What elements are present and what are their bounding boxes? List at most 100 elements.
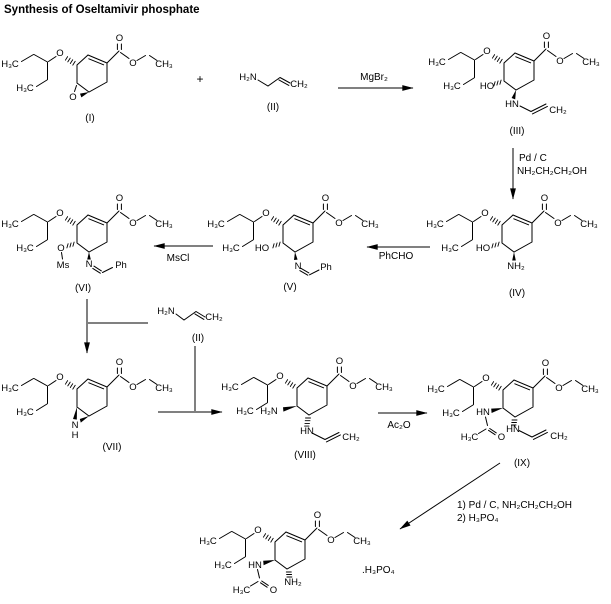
amine-label: HN	[300, 426, 314, 437]
allyl-bonds	[175, 311, 206, 321]
step-arrow-5	[84, 299, 148, 354]
ester-oxygen-label: O	[556, 56, 563, 67]
methyl-label: CH₃	[155, 59, 173, 70]
ester-oxygen-label: O	[554, 218, 561, 229]
methyl-label: CH₃	[375, 382, 393, 393]
allyl-bonds	[519, 103, 548, 115]
methyl-label: H₃C	[207, 219, 225, 230]
methyl-label: H₃C	[1, 383, 19, 394]
step-arrow-8: 1) Pd / C, NH₂CH₂CH₂OH 2) H₃PO₄	[399, 462, 572, 530]
amine-wedge-bond	[511, 90, 516, 100]
step-arrow-2: Pd / C NH₂CH₂CH₂OH	[510, 148, 587, 200]
methyl-label: H₃C	[16, 407, 34, 418]
plus-sign: +	[196, 72, 203, 86]
methyl-label: H₃C	[443, 81, 461, 92]
methyl-label: H₃C	[428, 57, 446, 68]
structure-ii-second: H₂N CH₂ (II)	[157, 306, 223, 411]
ether-oxygen-label: O	[56, 208, 63, 219]
hydroxy-hash	[493, 79, 502, 87]
nh-hydrogen-label: H	[72, 430, 79, 441]
reagent-final-step1: 1) Pd / C, NH₂CH₂CH₂OH	[457, 500, 572, 511]
structure-ii-first: H₂N CH₂ (II)	[239, 72, 308, 113]
structure-label-vii: (VII)	[103, 442, 122, 453]
phosphate-salt-label: .H₃PO₄	[362, 565, 395, 576]
ether-oxygen-label: O	[254, 525, 261, 536]
methyl-label: CH₃	[361, 219, 379, 230]
methyl-label: H₃C	[1, 219, 19, 230]
aziridine-nitrogen-label: N	[72, 420, 79, 431]
acetyl-bonds	[478, 416, 497, 436]
methyl-label: H₃C	[426, 219, 444, 230]
aziridine-wedge-bond	[73, 407, 77, 420]
ether-oxygen-label: O	[262, 208, 269, 219]
carbonyl-oxygen-label: O	[314, 510, 321, 521]
carbonyl-oxygen-label: O	[542, 358, 549, 369]
structure-vii: H₃C H₃C O O O CH₃ N H (VII)	[1, 357, 173, 453]
structure-label-vi: (VI)	[75, 283, 91, 294]
carbonyl-oxygen-label: O	[543, 31, 550, 42]
ester-oxygen-label: O	[555, 383, 562, 394]
phenyl-label: Ph	[320, 262, 332, 273]
structure-label-ix: (IX)	[514, 458, 530, 469]
acetamide-wedge-bond	[491, 408, 503, 413]
methyl-label: H₃C	[427, 384, 445, 395]
methyl-label: CH₃	[582, 57, 600, 68]
carbonyl-oxygen-label: O	[336, 356, 343, 367]
methyl-label: CH₃	[155, 383, 173, 394]
amide-nh-label: HN	[476, 407, 490, 418]
reagent-pdc: Pd / C	[519, 153, 547, 164]
allylamine-stereo-hash	[510, 419, 518, 426]
amine-wedge-bond	[283, 406, 297, 412]
hydroxyl-label: HO	[255, 243, 269, 254]
reagent-mscl: MsCl	[167, 253, 190, 264]
structure-vi: H₃C H₃C O O O CH₃ O Ms N Ph (VI)	[1, 193, 173, 294]
vinyl-ch2-label: CH₂	[342, 432, 360, 443]
methyl-label: H₃C	[214, 560, 232, 571]
carbonyl-oxygen-label: O	[322, 193, 329, 204]
mesyl-label: Ms	[57, 260, 70, 271]
mesylate-hash	[66, 241, 75, 249]
structure-label-v: (V)	[283, 282, 296, 293]
ether-oxygen-label: O	[483, 46, 490, 57]
methyl-label: H₃C	[442, 408, 460, 419]
structure-label-ii: (II)	[192, 333, 204, 344]
methyl-label: CH₃	[155, 219, 173, 230]
imine-bonds	[299, 267, 320, 276]
methyl-label: H₃C	[1, 59, 19, 70]
primary-amine-label: NH₂	[284, 577, 302, 588]
carbonyl-oxygen-label: O	[116, 193, 123, 204]
reaction-arrow	[399, 462, 501, 530]
allyl-bonds	[257, 77, 291, 87]
imine-wedge-bond	[294, 252, 298, 260]
vinyl-ch2-label: CH₂	[549, 105, 567, 116]
methyl-label: H₃C	[441, 243, 459, 254]
methyl-label: CH₃	[353, 536, 371, 547]
reagent-mgbr2: MgBr₂	[360, 72, 388, 83]
structure-label-iv: (IV)	[509, 288, 525, 299]
amine-stereo-hash	[285, 571, 293, 578]
structure-label-i: (I)	[85, 113, 94, 124]
vinyl-ch2-label: CH₂	[290, 79, 308, 90]
methyl-label: H₃C	[16, 83, 34, 94]
mesylate-oxygen-label: O	[57, 243, 64, 254]
imine-nitrogen-label: N	[86, 259, 93, 270]
structure-iii: H₃C H₃C O O O CH₃ HO HN CH₂ (III)	[428, 31, 600, 137]
reagent-final-step2: 2) H₃PO₄	[457, 513, 499, 524]
epoxide-bond	[74, 85, 77, 92]
ester-oxygen-label: O	[349, 381, 356, 392]
carbonyl-oxygen-label: O	[116, 357, 123, 368]
epoxide-oxygen-label: O	[69, 92, 76, 103]
methyl-label: H₃C	[221, 382, 239, 393]
ester-oxygen-label: O	[129, 58, 136, 69]
amine-label: HN	[506, 424, 520, 435]
ether-oxygen-label: O	[276, 371, 283, 382]
mesylate-bond	[61, 252, 63, 260]
allyl-bonds	[312, 432, 341, 443]
primary-amine-label: H₂N	[260, 406, 278, 417]
amine-wedge-bond	[512, 252, 516, 261]
vinyl-ch2-label: CH₂	[550, 431, 568, 442]
amine-label: HN	[505, 99, 519, 110]
ester-oxygen-label: O	[335, 218, 342, 229]
acetyl-oxygen-label: O	[270, 585, 277, 596]
structure-i: H₃C H₃C O O O CH₃ O (I)	[1, 33, 173, 124]
